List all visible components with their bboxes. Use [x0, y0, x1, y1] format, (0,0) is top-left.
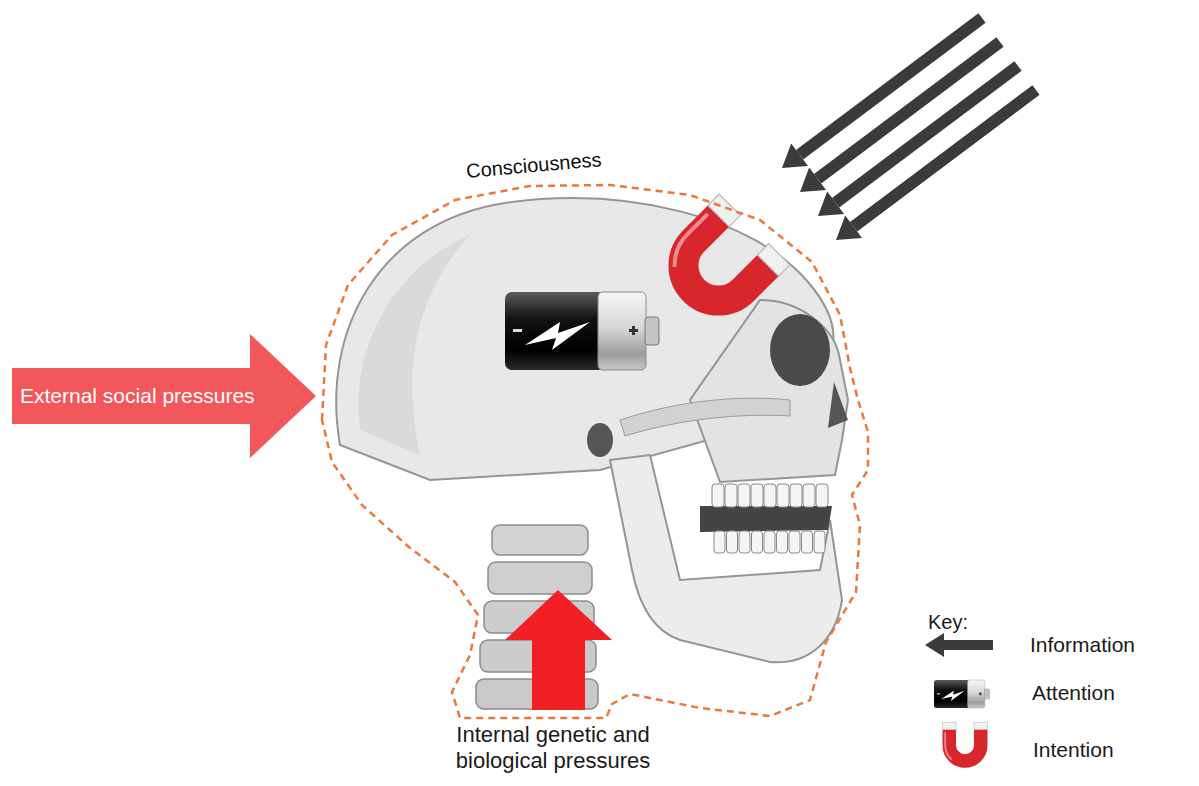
internal-pressure-arrow: [505, 590, 612, 710]
nasal-cavity: [828, 382, 848, 428]
upper-tooth: [764, 484, 776, 507]
mouth-gap: [700, 506, 832, 532]
information-arrows: [782, 18, 1036, 240]
upper-tooth: [725, 484, 737, 507]
lower-tooth: [802, 531, 813, 553]
information-arrow-head: [800, 168, 826, 192]
lower-tooth: [777, 531, 788, 553]
upper-tooth: [777, 484, 789, 507]
node-text: Consciousness: [465, 148, 602, 183]
arrow-shape: [12, 334, 316, 458]
pressure-label: Internal genetic and biological pressure…: [418, 722, 688, 775]
information-arrow-shaft: [836, 66, 1018, 203]
information-arrow-shaft: [818, 42, 1000, 179]
lower-tooth: [752, 531, 763, 553]
information-arrow-shaft: [800, 18, 982, 155]
lower-tooth: [764, 531, 775, 553]
legend-heading: Key:: [928, 610, 968, 634]
cheekbone: [620, 398, 790, 436]
information-arrow-head: [836, 216, 862, 240]
cranium-shading: [358, 235, 470, 455]
information-arrow-shaft: [854, 90, 1036, 227]
legend-attention-sample: [934, 680, 989, 708]
consciousness-outline: Consciousness: [316, 140, 872, 722]
external-pressure-arrow: External social pressures: [12, 334, 316, 458]
upper-tooth: [712, 484, 724, 507]
attention-battery: [505, 292, 659, 370]
vertebra: [492, 525, 588, 555]
upper-tooth: [816, 484, 828, 507]
lower-tooth: [814, 531, 825, 553]
legend-information-sample: [940, 640, 993, 650]
consciousness-dashed-line: [322, 185, 868, 718]
face: [690, 300, 848, 482]
eye-socket: [770, 314, 830, 386]
lower-tooth: [714, 531, 725, 553]
intention-magnet: [658, 194, 790, 326]
consciousness-outline-shape: [316, 140, 872, 722]
legend-information-head: [925, 633, 944, 657]
information-arrow-head: [818, 192, 844, 216]
legend-label: Attention: [1032, 680, 1115, 705]
lower-tooth: [727, 531, 738, 553]
upper-tooth: [751, 484, 763, 507]
legend-label: Intention: [1033, 737, 1114, 762]
upper-tooth: [738, 484, 750, 507]
node-text: External social pressures: [20, 384, 255, 408]
information-arrow-head: [782, 144, 808, 168]
vertebra: [488, 562, 592, 594]
mandible: [610, 455, 842, 662]
upper-tooth: [803, 484, 815, 507]
teeth: [712, 484, 828, 553]
lower-tooth: [739, 531, 750, 553]
upper-tooth: [790, 484, 802, 507]
legend-intention-sample: [943, 722, 988, 761]
legend-label: Information: [1030, 632, 1135, 657]
ear-hole: [587, 423, 613, 457]
lower-tooth: [789, 531, 800, 553]
